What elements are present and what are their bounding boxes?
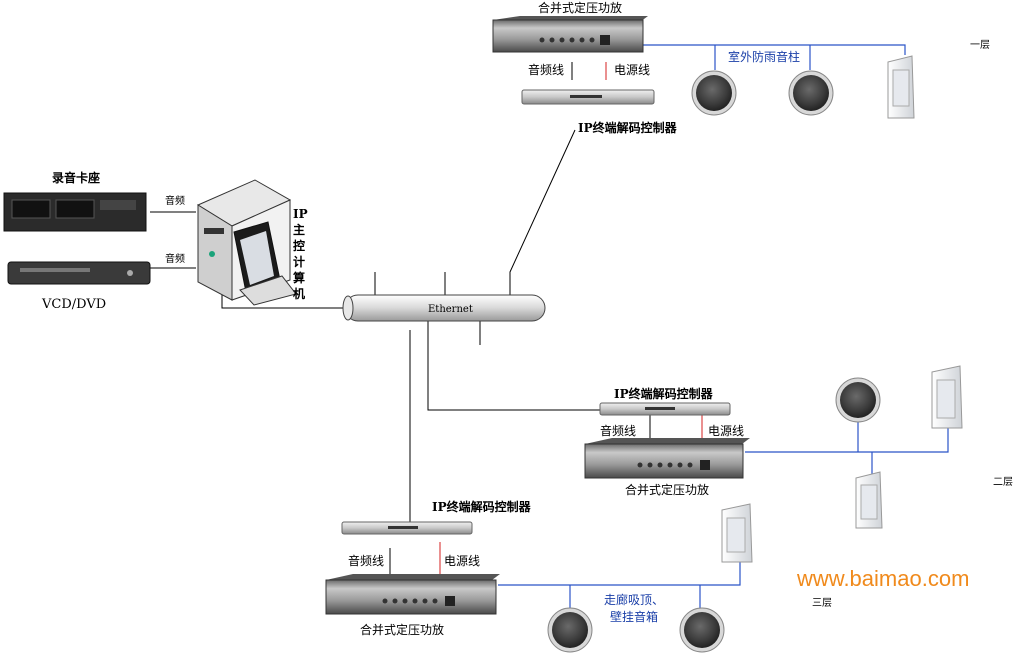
outdoor-speaker-label: 室外防雨音柱 xyxy=(728,49,800,64)
decoder-top-label: IP终端解码控制器 xyxy=(578,120,678,135)
decoder-bottom xyxy=(341,521,473,535)
wall-speaker-icon xyxy=(931,365,963,429)
ceiling-speaker-icon xyxy=(835,377,881,423)
svg-text:算: 算 xyxy=(293,270,305,285)
decoder-bottom-label: IP终端解码控制器 xyxy=(432,499,532,514)
audio-line-label-top: 音频线 xyxy=(528,62,564,77)
ceiling-speaker-icon xyxy=(547,607,593,653)
power-line-label-top: 电源线 xyxy=(614,63,650,77)
corridor-label-1: 走廊吸顶、 xyxy=(604,592,664,607)
svg-text:计: 计 xyxy=(293,254,305,269)
power-line-label-right: 电源线 xyxy=(708,424,744,438)
audio-line-label-right: 音频线 xyxy=(600,423,636,438)
amplifier-top xyxy=(492,16,648,53)
ethernet-label: Ethernet xyxy=(428,304,473,315)
dvd-player xyxy=(7,261,151,285)
audio-line-label-bottom: 音频线 xyxy=(348,553,384,568)
floor3-label: 三层 xyxy=(812,597,832,609)
ethernet-pipe xyxy=(342,294,546,322)
corridor-label-2: 壁挂音箱 xyxy=(610,609,658,624)
floor2-label: 二层 xyxy=(993,476,1013,488)
amp-top-label: 合并式定压功放 xyxy=(538,0,622,15)
decoder-right-label: IP终端解码控制器 xyxy=(614,386,714,401)
wall-speaker-icon xyxy=(721,503,753,563)
ceiling-speaker-icon xyxy=(788,70,834,116)
amplifier-bottom xyxy=(325,574,500,615)
floor1-label: 一层 xyxy=(970,39,990,51)
ceiling-speaker-icon xyxy=(679,607,725,653)
ceiling-speaker-icon xyxy=(691,70,737,116)
svg-text:主: 主 xyxy=(293,222,305,237)
amp-right-label: 合并式定压功放 xyxy=(625,482,709,497)
speaker-wires xyxy=(498,44,949,610)
vcd-dvd-label: VCD/DVD xyxy=(41,297,106,312)
power-line-label-bottom: 电源线 xyxy=(444,554,480,568)
svg-text:IP: IP xyxy=(293,207,308,221)
amplifier-right xyxy=(584,438,750,479)
recorder-label: 录音卡座 xyxy=(52,170,100,185)
audio-power-lines xyxy=(389,62,703,575)
decoder-top xyxy=(521,89,655,105)
decoder-right xyxy=(599,402,731,416)
watermark: www.baimao.com xyxy=(796,566,969,591)
audio-label-2: 音频 xyxy=(165,252,185,265)
cassette-deck xyxy=(3,192,147,232)
wall-speaker-icon xyxy=(855,471,883,529)
ip-host-label: IP 主 控 计 算 机 xyxy=(293,207,308,301)
audio-label-1: 音频 xyxy=(165,194,185,207)
amp-bottom-label: 合并式定压功放 xyxy=(360,622,444,637)
network-cables xyxy=(150,129,600,525)
svg-text:机: 机 xyxy=(293,286,305,301)
host-computer xyxy=(196,179,297,306)
wall-speaker-icon xyxy=(887,55,915,119)
svg-text:控: 控 xyxy=(293,238,305,253)
